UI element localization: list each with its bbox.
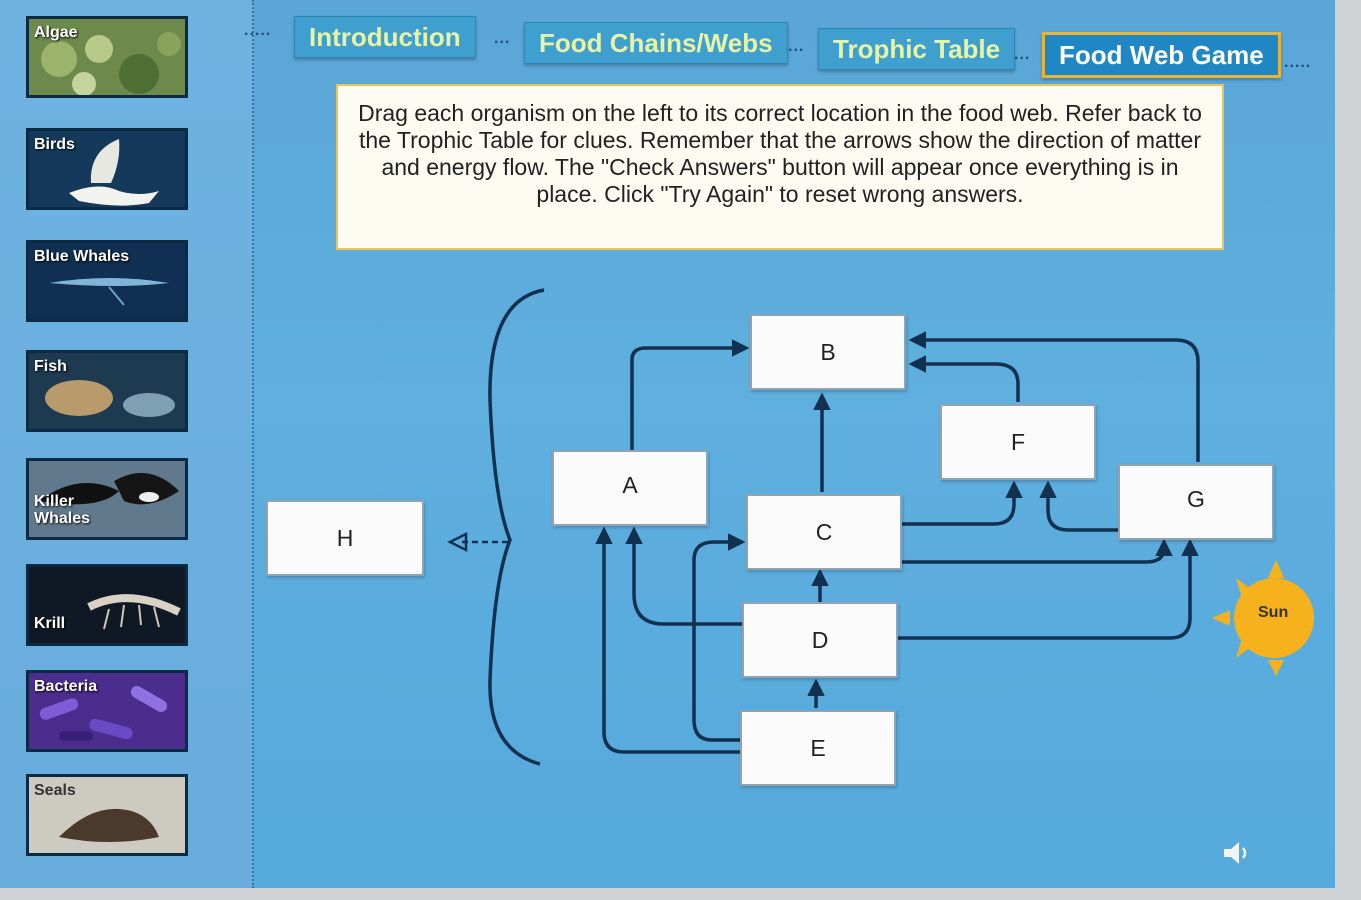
organism-label: Algae (34, 24, 78, 41)
organism-sidebar: Algae Birds Blue Whales (0, 0, 254, 888)
nav-separator: ... (1014, 46, 1031, 63)
arrow-a-to-b (630, 339, 750, 450)
organism-label: Krill (34, 615, 66, 632)
organism-card-seals[interactable]: Seals (26, 774, 188, 856)
organism-card-birds[interactable]: Birds (26, 128, 188, 210)
arrow-d-to-a (625, 526, 744, 626)
food-web-arrows (447, 288, 1200, 766)
tab-trophic-table[interactable]: Trophic Table (818, 28, 1016, 70)
nav-separator: ... (494, 30, 511, 47)
organism-card-krill[interactable]: Krill (26, 564, 188, 646)
organism-label: Fish (34, 358, 67, 375)
bacteria-image (29, 673, 185, 749)
arrow-e-to-c (692, 533, 746, 742)
nav-separator: ..... (244, 22, 272, 39)
organism-card-bacteria[interactable]: Bacteria (26, 670, 188, 752)
decomposer-brace (488, 288, 545, 766)
dropzone-b[interactable]: B (750, 314, 906, 390)
speaker-icon[interactable] (1222, 840, 1252, 866)
arrow-c-to-g (902, 538, 1173, 564)
fish-image (29, 353, 185, 429)
arrow-d-to-g (898, 538, 1199, 640)
organism-card-blue-whales[interactable]: Blue Whales (26, 240, 188, 322)
nav-separator: ... (788, 38, 805, 55)
tab-food-web-game[interactable]: Food Web Game (1042, 32, 1281, 78)
organism-label: Blue Whales (34, 248, 130, 265)
killer-whale-image (29, 461, 185, 537)
tab-introduction[interactable]: Introduction (294, 16, 476, 58)
organism-label: Seals (34, 782, 76, 799)
organism-card-algae[interactable]: Algae (26, 16, 188, 98)
arrow-to-h-head (447, 531, 468, 553)
dropzone-c[interactable]: C (746, 494, 902, 570)
arrow-e-to-a (595, 526, 740, 754)
sun-icon (1212, 560, 1314, 676)
arrow-f-to-b (908, 355, 1020, 402)
organism-card-fish[interactable]: Fish (26, 350, 188, 432)
nav-separator: ..... (1284, 54, 1312, 71)
dropzone-d[interactable]: D (742, 602, 898, 678)
organism-label: Bacteria (34, 678, 98, 695)
sun-label: Sun (1258, 604, 1289, 621)
blue-whale-image (29, 243, 185, 319)
organism-label: Killer Whales (34, 493, 91, 527)
dropzone-e[interactable]: E (740, 710, 896, 786)
organism-label: Birds (34, 136, 75, 153)
arrow-g-to-b (908, 331, 1200, 462)
dropzone-g[interactable]: G (1118, 464, 1274, 540)
algae-image (29, 19, 185, 95)
organism-card-killer-whales[interactable]: Killer Whales (26, 458, 188, 540)
dropzone-f[interactable]: F (940, 404, 1096, 480)
instructions-box: Drag each organism on the left to its co… (336, 84, 1224, 250)
game-screen: Algae Birds Blue Whales (0, 0, 1335, 888)
seal-image (29, 777, 185, 853)
arrow-g-to-f (1039, 480, 1118, 532)
bird-image (29, 131, 185, 207)
tab-food-chains-webs[interactable]: Food Chains/Webs (524, 22, 788, 64)
top-navigation: ..... Introduction ... Food Chains/Webs … (244, 14, 1334, 84)
krill-image (29, 567, 185, 643)
arrow-c-to-f (902, 480, 1023, 526)
dropzone-a[interactable]: A (552, 450, 708, 526)
dropzone-h[interactable]: H (266, 500, 424, 576)
